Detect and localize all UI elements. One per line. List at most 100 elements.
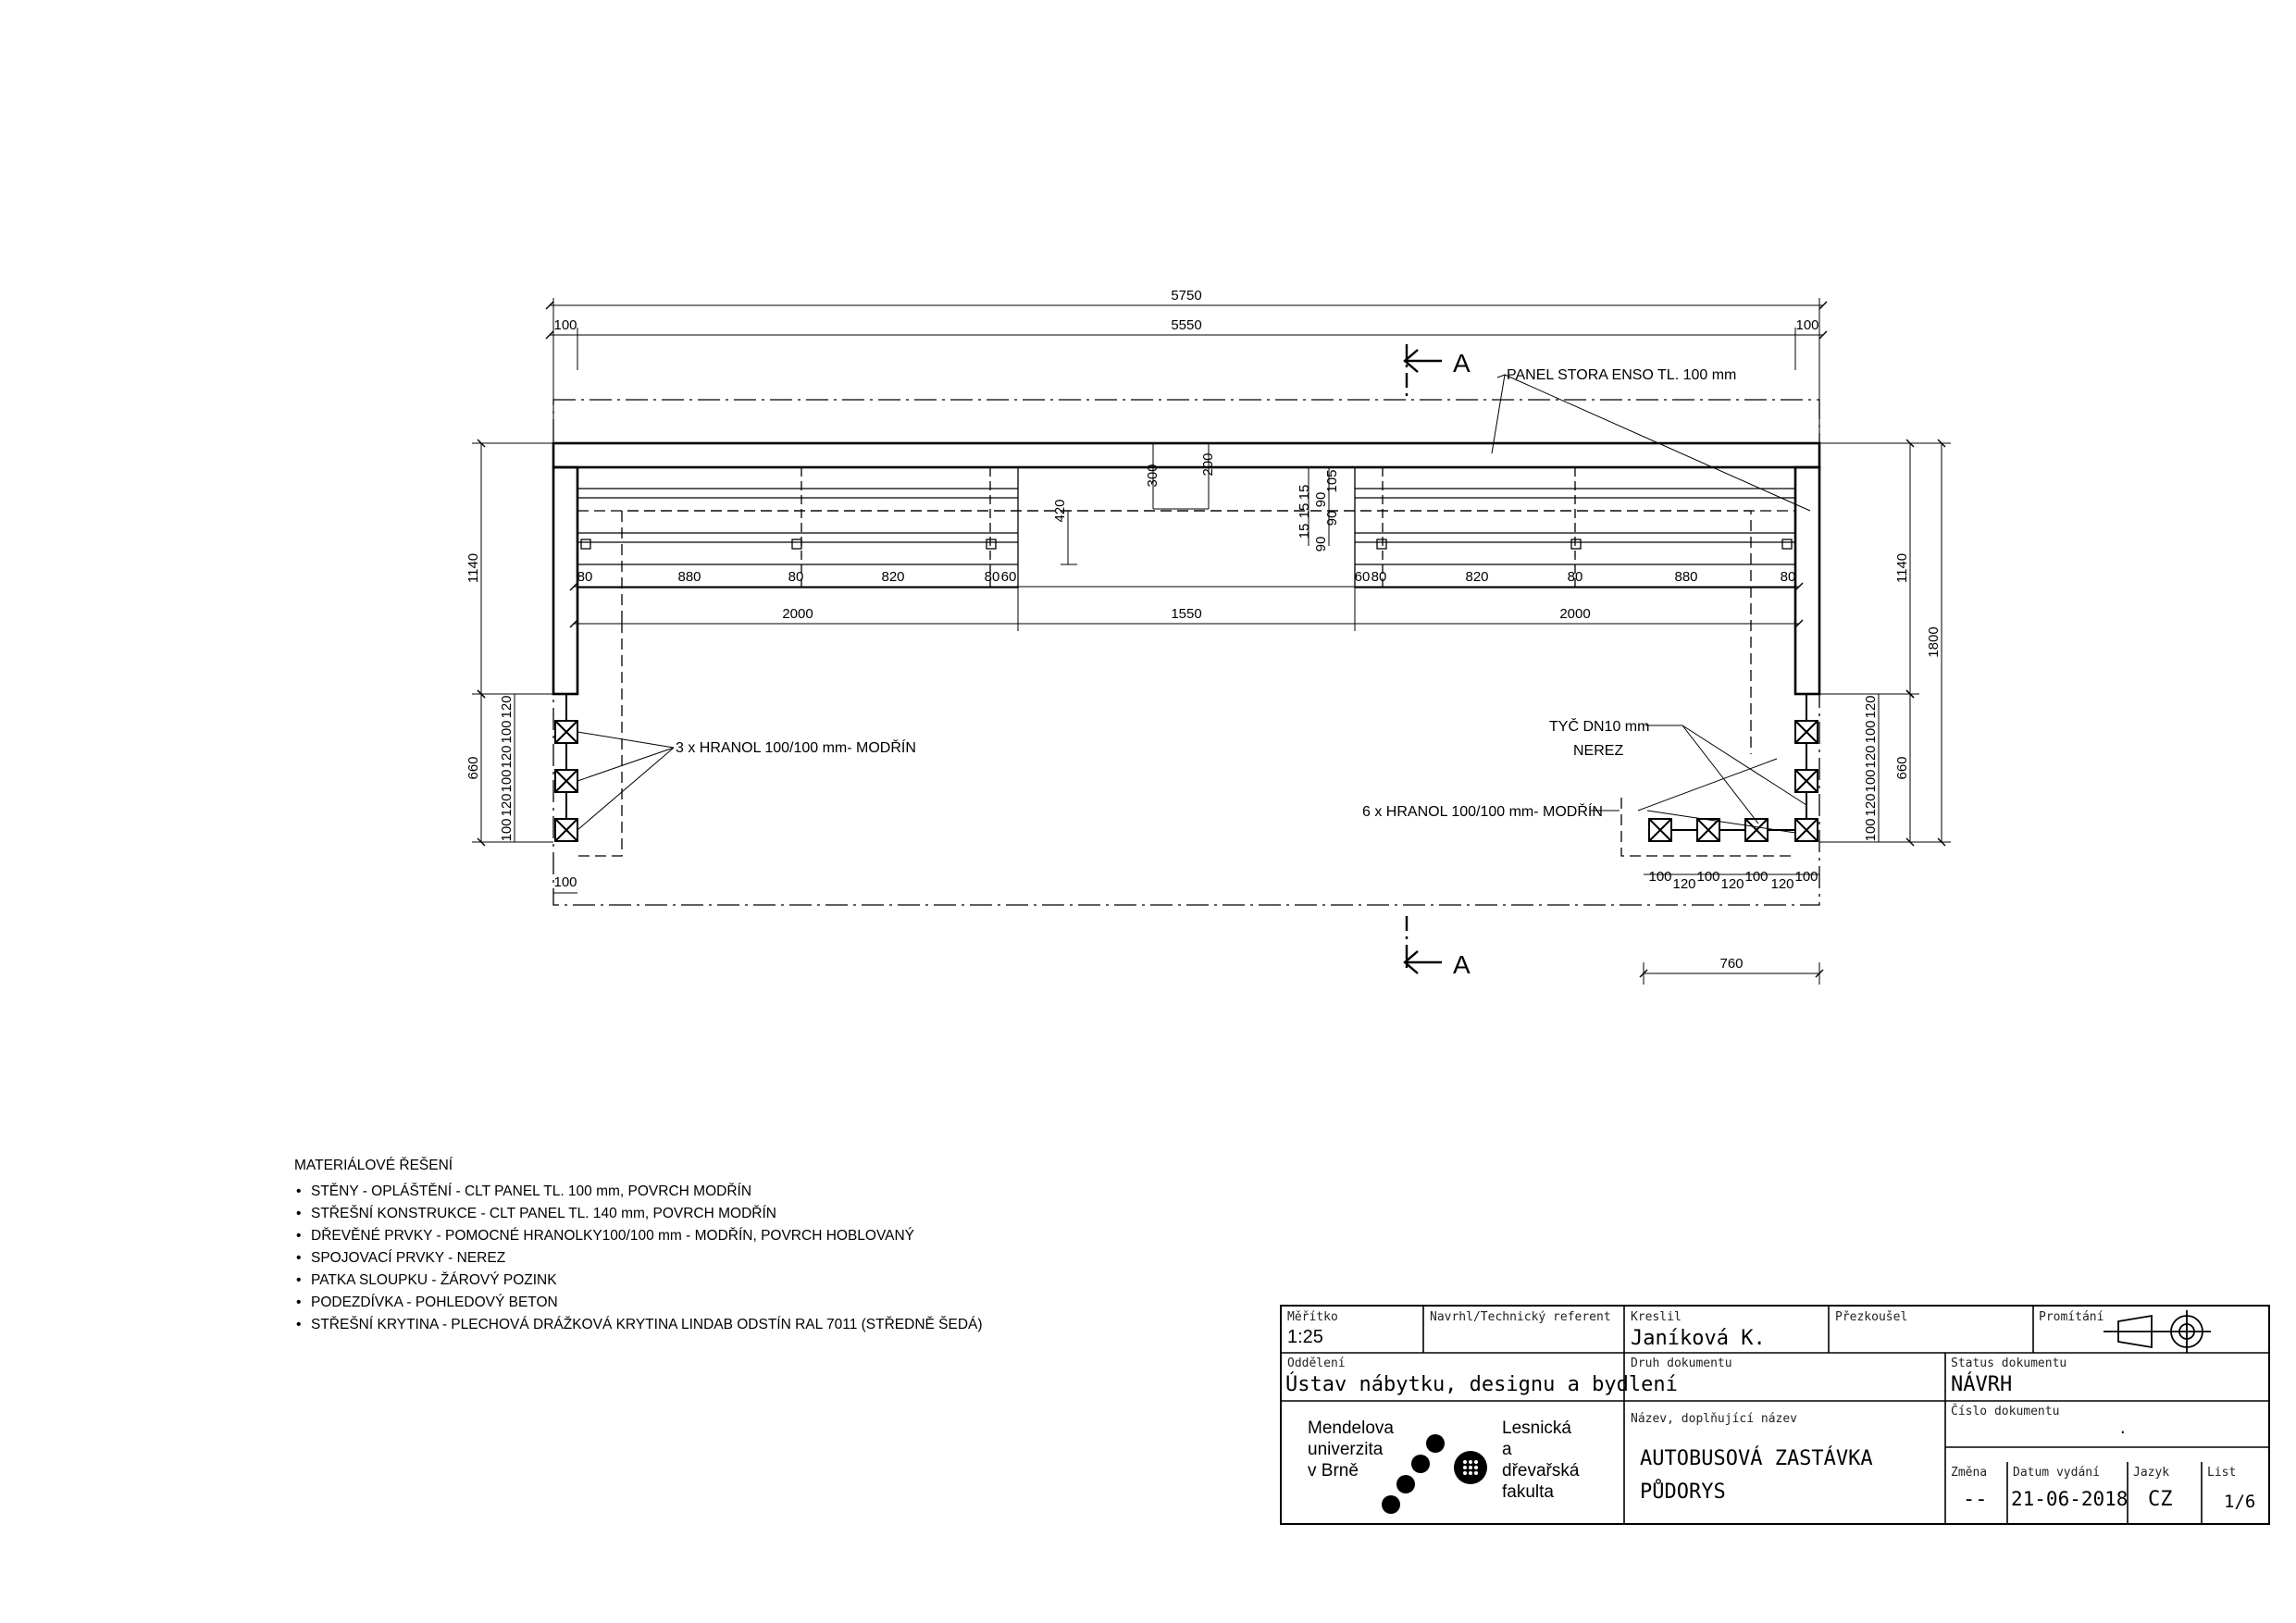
title-block-grid <box>1282 1307 2268 1523</box>
dim-bench-left-1: 880 <box>677 569 701 585</box>
dim-bench-right-2: 820 <box>1465 569 1488 585</box>
dim-bench-left-0: 80 <box>577 569 593 585</box>
projection-symbol-icon <box>2104 1310 2211 1353</box>
dim-stack-0: 15 <box>1297 485 1312 501</box>
doc-name-line2: PŮDORYS <box>1640 1481 1726 1504</box>
dim-post-h-2: 100 <box>1696 869 1719 885</box>
list-item: STŘEŠNÍ KONSTRUKCE - CLT PANEL TL. 140 m… <box>296 1203 983 1225</box>
dim-760: 760 <box>1719 956 1743 972</box>
floor-dashed-outline-3 <box>1620 798 1795 857</box>
university-logo-icon <box>1382 1434 1487 1514</box>
dim-stack-3: 90 <box>1313 537 1329 552</box>
dim-200: 200 <box>1200 452 1216 476</box>
dim-bench-left-5: 60 <box>1001 569 1017 585</box>
revision-value: -- <box>1963 1488 1988 1511</box>
material-notes: MATERIÁLOVÉ ŘEŠENÍ STĚNY - OPLÁŠTĚNÍ - C… <box>294 1155 983 1336</box>
left-posts <box>554 694 578 842</box>
dim-post-rv-0: 120 <box>1863 695 1879 718</box>
dim-stack-4: 90 <box>1324 511 1340 527</box>
dim-post-rv-2: 120 <box>1863 745 1879 768</box>
dim-420: 420 <box>1052 499 1068 522</box>
list-item: STŘEŠNÍ KRYTINA - PLECHOVÁ DRÁŽKOVÁ KRYT… <box>296 1314 983 1336</box>
dim-post-h-3: 120 <box>1720 876 1744 892</box>
dim-span-right: 2000 <box>1559 606 1590 622</box>
issue-date-caption: Datum vydání <box>2013 1466 2100 1480</box>
list-item: STĚNY - OPLÁŠTĚNÍ - CLT PANEL TL. 100 mm… <box>296 1181 983 1203</box>
floor-dashed-outline <box>577 622 623 857</box>
list-item: PODEZDÍVKA - POHLEDOVÝ BETON <box>296 1292 983 1314</box>
dim-post-v-1: 100 <box>499 720 515 743</box>
dim-post-v-2: 120 <box>499 745 515 768</box>
dim-bench-right-1: 80 <box>1371 569 1387 585</box>
drawn-by-caption: Kreslil <box>1631 1310 1682 1324</box>
issue-date-value: 21-06-2018 <box>2011 1488 2128 1510</box>
dim-left-post: 660 <box>465 756 481 779</box>
dim-bench-left-3: 820 <box>881 569 904 585</box>
dim-post-h-0: 100 <box>1648 869 1671 885</box>
dim-post-h-6: 100 <box>1794 869 1818 885</box>
doc-name-line1: AUTOBUSOVÁ ZASTÁVKA <box>1640 1447 1873 1470</box>
dim-edge-right: 100 <box>1795 317 1818 333</box>
notes-list: STĚNY - OPLÁŠTĚNÍ - CLT PANEL TL. 100 mm… <box>294 1181 983 1336</box>
sheet-caption: List <box>2207 1466 2237 1480</box>
doc-type-caption: Druh dokumentu <box>1631 1357 1732 1370</box>
list-item: DŘEVĚNÉ PRVKY - POMOCNÉ HRANOLKY100/100 … <box>296 1225 983 1247</box>
language-caption: Jazyk <box>2133 1466 2170 1480</box>
dim-bench-right-0: 60 <box>1355 569 1371 585</box>
dim-post-rv-4: 120 <box>1863 793 1879 816</box>
section-label-top: A <box>1453 349 1471 378</box>
dim-right-post: 660 <box>1894 756 1910 779</box>
list-item: SPOJOVACÍ PRVKY - NEREZ <box>296 1247 983 1270</box>
dim-bench-left-2: 80 <box>788 569 804 585</box>
dim-post-rv-1: 100 <box>1863 720 1879 743</box>
dim-bench-right-4: 880 <box>1674 569 1697 585</box>
leader-lines <box>577 374 1811 834</box>
dim-stack-6: 105 <box>1324 469 1340 492</box>
checked-by-caption: Přezkoušel <box>1835 1310 1908 1324</box>
dim-span-left: 2000 <box>782 606 813 622</box>
dim-left-h: 1140 <box>465 553 481 583</box>
designer-caption: Navrhl/Technický referent <box>1430 1310 1611 1324</box>
title-block: Měřítko 1:25 Navrhl/Technický referent K… <box>1280 1305 2270 1525</box>
dim-300: 300 <box>1145 464 1160 487</box>
section-line-a <box>1403 344 1442 974</box>
logo-text-left: Mendelova univerzita v Brně <box>1308 1419 1394 1481</box>
dimension-texts: 5750 5550 100 100 80 880 80 820 80 60 60… <box>465 288 1942 972</box>
dimension-lines <box>472 298 1951 985</box>
dim-right-h: 1140 <box>1894 553 1910 583</box>
left-wall <box>552 465 579 696</box>
dim-post-rv-5: 100 <box>1863 818 1879 841</box>
right-posts <box>1648 694 1818 842</box>
doc-number-caption: Číslo dokumentu <box>1951 1405 2060 1419</box>
dim-post-h-1: 120 <box>1672 876 1695 892</box>
doc-name-caption: Název, doplňující název <box>1631 1412 1798 1426</box>
dim-stack-1: 15 <box>1297 503 1312 519</box>
drawn-by-value: Janíková K. <box>1631 1327 1766 1350</box>
dim-stack-2: 15 <box>1297 524 1312 539</box>
dim-edge-bottom: 100 <box>553 874 577 890</box>
back-wall <box>552 441 1821 469</box>
dim-post-h-5: 120 <box>1770 876 1793 892</box>
roof-outline <box>552 399 1820 906</box>
dim-edge-left: 100 <box>553 317 577 333</box>
right-wall <box>1793 465 1821 696</box>
dim-post-v-3: 100 <box>499 769 515 792</box>
hranol3-label: 3 x HRANOL 100/100 mm- MODŘÍN <box>676 738 916 756</box>
dim-bench-right-5: 80 <box>1781 569 1796 585</box>
dim-post-v-5: 100 <box>499 818 515 841</box>
sheet-value: 1/6 <box>2224 1492 2256 1512</box>
doc-number-value: . <box>2118 1419 2128 1437</box>
language-value: CZ <box>2148 1488 2173 1511</box>
dim-right-total: 1800 <box>1926 626 1942 657</box>
section-label-bottom: A <box>1453 950 1471 979</box>
notes-heading: MATERIÁLOVÉ ŘEŠENÍ <box>294 1158 453 1173</box>
dim-post-v-0: 120 <box>499 695 515 718</box>
dim-stack-5: 90 <box>1313 492 1329 508</box>
floor-dashed-outline-2 <box>621 510 1752 754</box>
projection-caption: Promítání <box>2039 1310 2104 1324</box>
hranol6-label: 6 x HRANOL 100/100 mm- MODŘÍN <box>1362 802 1603 820</box>
dim-post-v-4: 120 <box>499 793 515 816</box>
dim-post-h-4: 100 <box>1744 869 1768 885</box>
dim-bench-left-4: 80 <box>985 569 1000 585</box>
dim-span-mid: 1550 <box>1171 606 1201 622</box>
